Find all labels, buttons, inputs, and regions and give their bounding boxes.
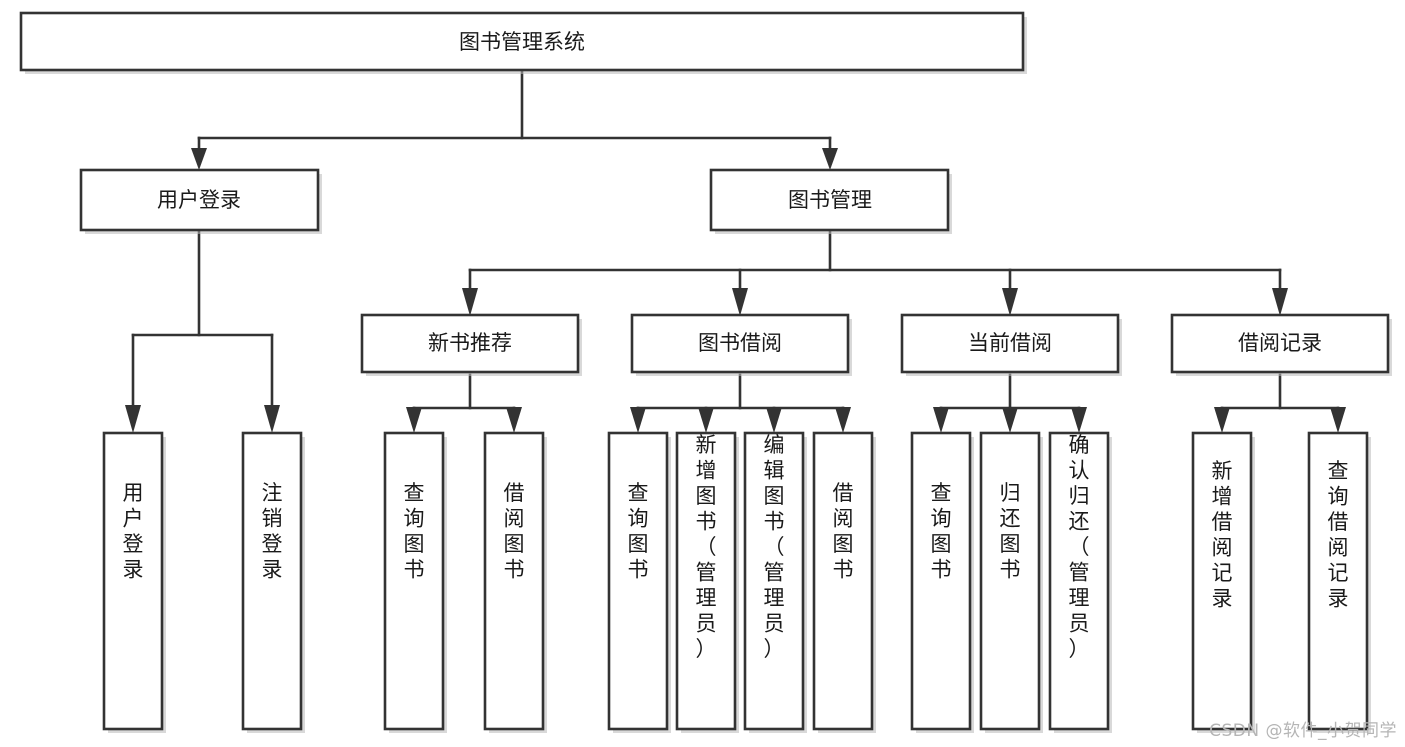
arrow-head-leaf-query-book-1 [406, 407, 422, 433]
arrow-head-leaf-query-book-3 [933, 407, 949, 433]
node-book-borrow[interactable]: 图书借阅 [630, 313, 852, 376]
arrow-head-leaf-query-book-2 [630, 407, 646, 433]
arrow-head-leaf-user-login [125, 405, 141, 433]
node-leaf-add-book[interactable]: 新增图书（管理员） [675, 431, 739, 733]
leaf-query-book-1-label: 查询图书 [404, 481, 425, 582]
leaf-add-record-box [1191, 431, 1253, 731]
leaf-logout-box [241, 431, 303, 731]
book-management-label: 图书管理 [788, 188, 872, 212]
borrow-record-label: 借阅记录 [1238, 331, 1322, 355]
leaf-borrow-book-1-label: 借阅图书 [504, 481, 525, 582]
node-leaf-add-record[interactable]: 新增借阅记录 [1191, 431, 1255, 733]
arrow-head-leaf-return-book [1002, 407, 1018, 433]
leaf-borrow-book-2-box [812, 431, 874, 731]
leaf-borrow-book-1-box [483, 431, 545, 731]
leaf-user-login-label: 用户登录 [123, 481, 144, 582]
borrow-record-box [1170, 313, 1390, 374]
leaf-query-record-label: 查询借阅记录 [1328, 459, 1349, 611]
arrow-head-leaf-query-record [1330, 407, 1346, 433]
leaf-return-book-label: 归还图书 [1000, 481, 1021, 582]
arrow-head-leaf-confirm-return [1071, 407, 1087, 433]
node-leaf-return-book[interactable]: 归还图书 [979, 431, 1043, 733]
node-leaf-query-book-2[interactable]: 查询图书 [607, 431, 671, 733]
leaf-edit-book-box [743, 431, 805, 731]
leaf-add-book-box [675, 431, 737, 731]
arrow-head-user-login [191, 148, 207, 170]
node-leaf-query-book-1[interactable]: 查询图书 [383, 431, 447, 733]
leaf-node-group: 用户登录 注销登录 查询图书 借阅图书 查询图书 [102, 431, 1371, 733]
leaf-confirm-return-label: 确认归还（管理员） [1069, 433, 1090, 661]
leaf-query-book-1-box [383, 431, 445, 731]
root-box [19, 11, 1025, 72]
node-root[interactable]: 图书管理系统 [19, 11, 1027, 74]
leaf-user-login-box [102, 431, 164, 731]
leaf-query-book-2-label: 查询图书 [628, 481, 649, 582]
leaf-add-book-label: 新增图书（管理员） [696, 433, 717, 661]
node-leaf-logout[interactable]: 注销登录 [241, 431, 305, 733]
leaf-confirm-return-box [1048, 431, 1110, 731]
book-management-box [709, 168, 950, 232]
leaf-query-book-3-box [910, 431, 972, 731]
node-current-borrow[interactable]: 当前借阅 [900, 313, 1122, 376]
node-user-login[interactable]: 用户登录 [79, 168, 322, 234]
leaf-query-record-box [1307, 431, 1369, 731]
leaf-logout-label: 注销登录 [262, 481, 283, 582]
arrow-head-leaf-borrow-book-1 [506, 407, 522, 433]
book-borrow-box [630, 313, 850, 374]
leaf-return-book-box [979, 431, 1041, 731]
arrow-head-leaf-add-record [1214, 407, 1230, 433]
node-leaf-query-book-3[interactable]: 查询图书 [910, 431, 974, 733]
arrow-head-book-borrow [732, 288, 748, 316]
arrow-head-leaf-borrow-book-2 [835, 407, 851, 433]
arrow-head-new-book-recommend [462, 288, 478, 316]
user-login-label: 用户登录 [157, 188, 241, 212]
user-login-box [79, 168, 320, 232]
arrow-head-leaf-add-book [698, 407, 714, 433]
node-leaf-borrow-book-1[interactable]: 借阅图书 [483, 431, 547, 733]
node-leaf-user-login[interactable]: 用户登录 [102, 431, 166, 733]
current-borrow-box [900, 313, 1120, 374]
leaf-query-book-3-label: 查询图书 [931, 481, 952, 582]
new-book-recommend-box [360, 313, 580, 374]
arrow-head-leaf-edit-book [766, 407, 782, 433]
arrow-head-book-management [822, 148, 838, 170]
root-label: 图书管理系统 [459, 30, 585, 54]
node-borrow-record[interactable]: 借阅记录 [1170, 313, 1392, 376]
node-leaf-borrow-book-2[interactable]: 借阅图书 [812, 431, 876, 733]
node-leaf-confirm-return[interactable]: 确认归还（管理员） [1048, 431, 1112, 733]
new-book-recommend-label: 新书推荐 [428, 331, 512, 355]
node-book-management[interactable]: 图书管理 [709, 168, 952, 234]
leaf-query-book-2-box [607, 431, 669, 731]
node-leaf-edit-book[interactable]: 编辑图书（管理员） [743, 431, 807, 733]
leaf-edit-book-label: 编辑图书（管理员） [764, 433, 785, 661]
leaf-borrow-book-2-label: 借阅图书 [833, 481, 854, 582]
arrow-head-leaf-logout [264, 405, 280, 433]
node-leaf-query-record[interactable]: 查询借阅记录 [1307, 431, 1371, 733]
node-new-book-recommend[interactable]: 新书推荐 [360, 313, 582, 376]
arrow-head-current-borrow [1002, 288, 1018, 316]
leaf-add-record-label: 新增借阅记录 [1212, 459, 1233, 611]
book-borrow-label: 图书借阅 [698, 331, 782, 355]
connector-layer [125, 68, 1346, 433]
current-borrow-label: 当前借阅 [968, 331, 1052, 355]
arrow-head-borrow-record [1272, 288, 1288, 316]
